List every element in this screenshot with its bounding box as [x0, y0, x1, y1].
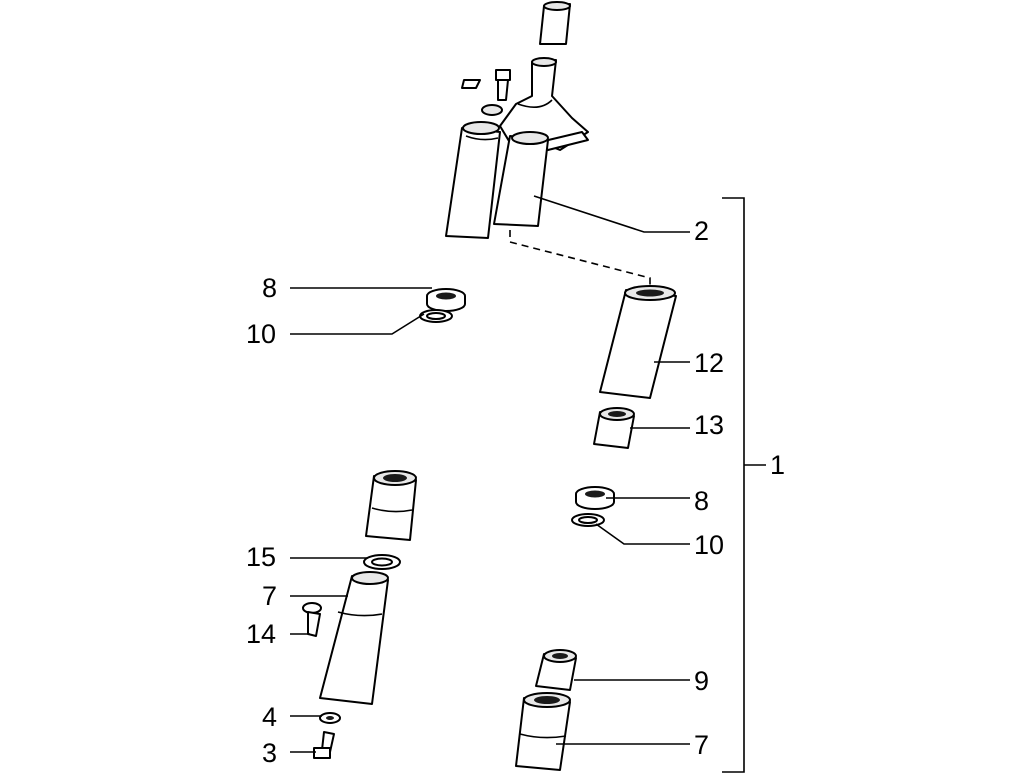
callout-13: 13: [694, 410, 724, 440]
part-seal-left: [426, 288, 466, 312]
part-crown-bolt: [461, 69, 511, 116]
callout-14: 14: [246, 619, 276, 649]
callout-8-right: 8: [694, 486, 709, 516]
part-fork-crown: [499, 57, 589, 151]
callout-9: 9: [694, 666, 709, 696]
callout-3: 3: [262, 738, 277, 768]
callout-12: 12: [694, 348, 724, 378]
callout-7-left: 7: [262, 581, 277, 611]
assembly-bracket: [722, 197, 766, 773]
leader-lines: [290, 195, 690, 753]
part-ring-right: [571, 513, 605, 527]
callout-2: 2: [694, 216, 709, 246]
callout-7-right: 7: [694, 730, 709, 760]
part-fork-leg-left: [445, 121, 501, 239]
part-upper-bushing-left: [365, 470, 417, 541]
callout-8-left: 8: [262, 273, 277, 303]
part-washer-4: [319, 712, 341, 724]
callout-1: 1: [770, 450, 785, 480]
part-slider-right: [515, 692, 571, 771]
part-ring-left: [419, 309, 453, 323]
part-slider-left: [319, 571, 389, 705]
part-bushing-9: [535, 649, 577, 691]
part-fork-leg-right: [493, 131, 549, 227]
callout-10-left: 10: [246, 319, 276, 349]
assembly-dashed-line: [509, 230, 651, 290]
callout-15: 15: [246, 542, 276, 572]
part-seal-right: [575, 486, 615, 510]
part-bushing: [593, 407, 635, 449]
callout-4: 4: [262, 702, 277, 732]
part-washer-15: [363, 554, 401, 570]
part-tube: [599, 285, 677, 399]
part-steering-tube-top: [539, 1, 571, 45]
callout-10-right: 10: [694, 530, 724, 560]
part-screw-14: [302, 602, 322, 637]
part-bolt-3: [313, 731, 335, 759]
